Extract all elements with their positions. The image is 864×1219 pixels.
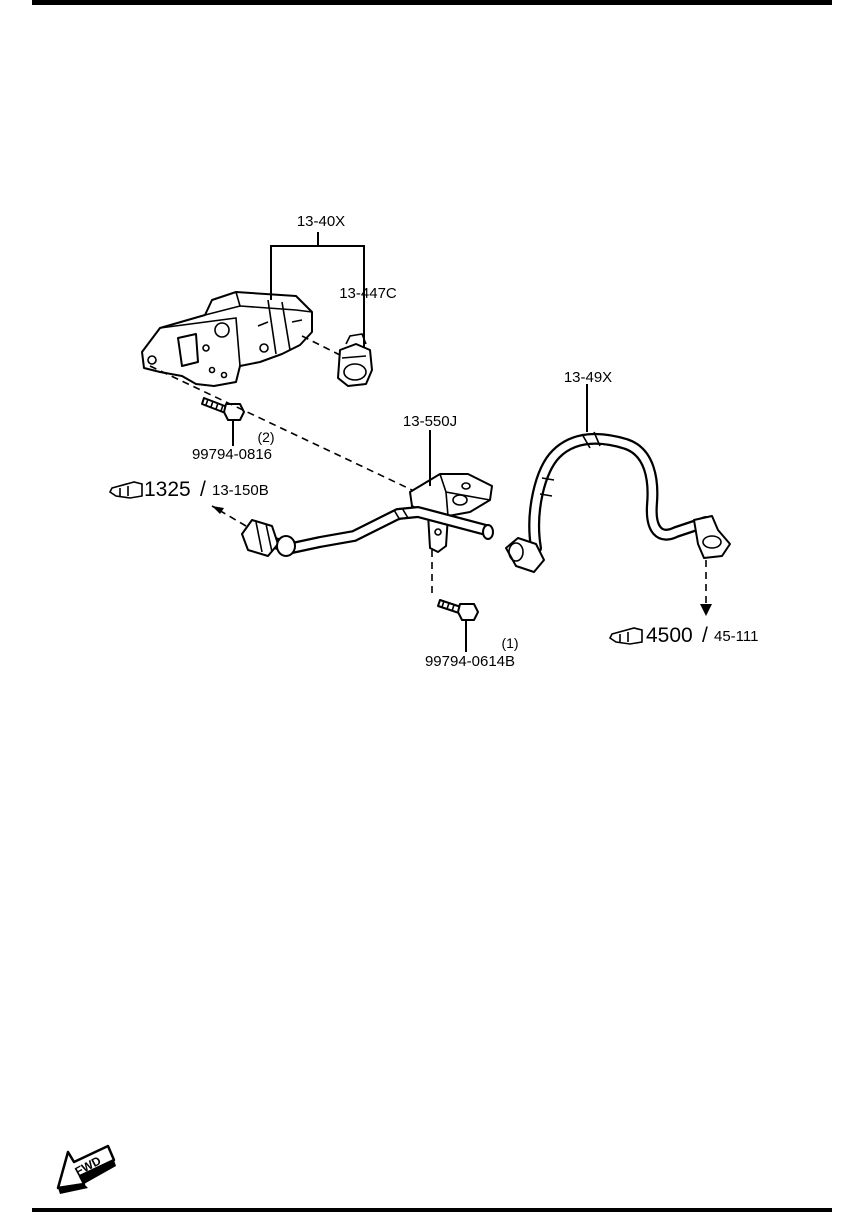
assembly-to-bracket-dashed-line	[149, 365, 413, 491]
label-bracket: 13-550J	[403, 413, 457, 430]
label-lower-bolt-qty: (1)	[501, 635, 518, 651]
label-assembly: 13-40X	[297, 213, 345, 230]
right-ref-arrowhead	[700, 604, 712, 616]
label-lower-bolt: 99794-0614B	[425, 653, 515, 670]
hose-clip[interactable]	[337, 333, 373, 387]
upper-bolt[interactable]	[201, 397, 245, 421]
left-ref-arrowhead	[212, 506, 224, 514]
top-rule	[32, 0, 832, 5]
right-ref-slash: /	[702, 624, 708, 647]
pointing-hand-icon	[608, 627, 643, 645]
right-ref-number[interactable]: 4500	[646, 624, 693, 647]
lower-bolt[interactable]	[437, 599, 479, 621]
right-ref-page[interactable]: 45-111	[714, 628, 758, 645]
assembly-bracket[interactable]	[141, 291, 313, 387]
left-pipe[interactable]	[241, 506, 494, 557]
clip-dashed-line	[301, 335, 343, 357]
label-upper-bolt: 99794-0816	[192, 446, 272, 463]
left-ref-number[interactable]: 1325	[144, 478, 191, 501]
main-hose[interactable]	[505, 431, 731, 573]
left-ref-dashed-line	[211, 505, 247, 527]
left-ref-page[interactable]: 13-150B	[212, 482, 269, 499]
label-upper-bolt-qty: (2)	[257, 429, 274, 445]
label-clip: 13-447C	[339, 285, 397, 302]
bottom-rule	[32, 1208, 832, 1212]
pointing-hand-icon	[108, 481, 143, 499]
left-ref-slash: /	[200, 478, 206, 501]
fwd-arrow-icon: FWD	[56, 1144, 116, 1194]
label-hose: 13-49X	[564, 369, 612, 386]
